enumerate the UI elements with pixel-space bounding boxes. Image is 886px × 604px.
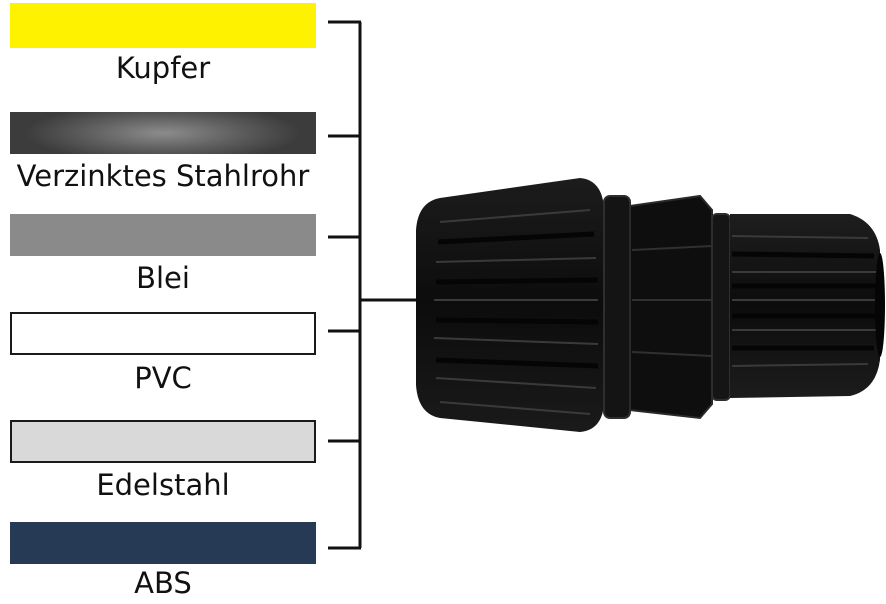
label-blei: Blei	[136, 261, 190, 295]
label-abs: ABS	[134, 566, 192, 600]
swatch-blei	[10, 214, 316, 256]
fitting-right-nut	[730, 214, 880, 398]
label-kupfer: Kupfer	[115, 51, 211, 85]
swatch-verzinktes-stahlrohr	[10, 112, 316, 154]
fitting-right-ring	[711, 213, 731, 401]
swatch-abs	[10, 522, 316, 564]
swatch-kupfer	[10, 3, 316, 48]
fitting-left-ring	[603, 195, 631, 419]
fitting-center-body	[629, 194, 713, 420]
label-verzinktes-stahlrohr: Verzinktes Stahlrohr	[16, 159, 310, 193]
label-pvc: PVC	[134, 361, 192, 395]
fitting-left-ribs	[433, 209, 599, 415]
swatch-edelstahl	[10, 420, 316, 463]
fitting-opening	[875, 253, 885, 357]
fitting-right-ribs	[731, 235, 880, 367]
swatch-pvc	[10, 312, 316, 355]
label-edelstahl: Edelstahl	[96, 468, 230, 502]
